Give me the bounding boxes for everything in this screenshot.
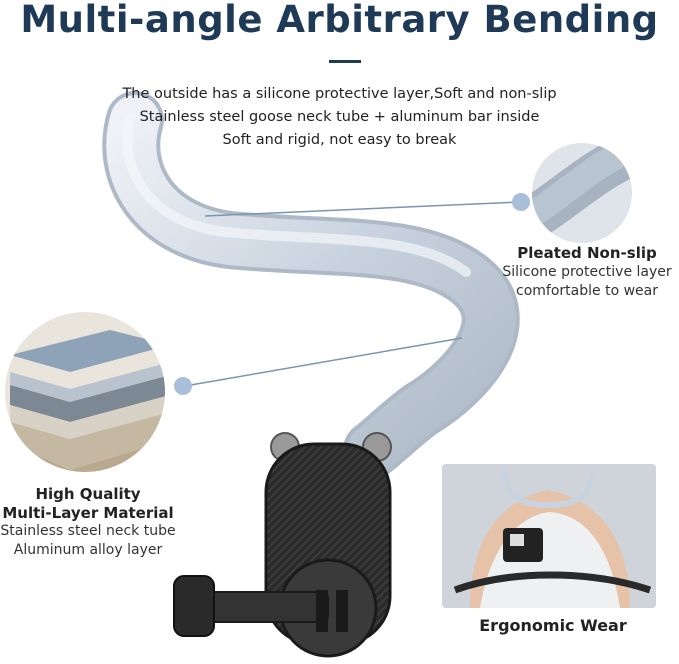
gooseneck-tube <box>102 91 520 479</box>
feature-left-title: Multi-Layer Material <box>2 504 174 522</box>
title-divider <box>329 60 361 63</box>
feature-right-title: Pleated Non-slip <box>517 244 657 262</box>
photo-caption: Ergonomic Wear <box>479 616 627 635</box>
wearing-photo <box>442 464 656 608</box>
material-layers-image <box>5 312 165 472</box>
mount-body <box>173 432 392 658</box>
intro-line: Soft and rigid, not easy to break <box>222 132 457 148</box>
feature-right-line: comfortable to wear <box>516 283 658 299</box>
feature-left-title: High Quality <box>35 485 141 503</box>
feature-left-line: Aluminum alloy layer <box>13 542 163 558</box>
feature-left-line: Stainless steel neck tube <box>0 523 176 539</box>
page-title: Multi-angle Arbitrary Bending <box>20 0 659 41</box>
feature-right-line: Silicone protective layer <box>502 264 672 280</box>
callout-left <box>174 337 463 395</box>
callout-right <box>204 193 530 217</box>
intro-line: Stainless steel goose neck tube + alumin… <box>139 109 540 125</box>
intro-line: The outside has a silicone protective la… <box>122 86 557 102</box>
silicone-closeup-image <box>532 143 632 243</box>
